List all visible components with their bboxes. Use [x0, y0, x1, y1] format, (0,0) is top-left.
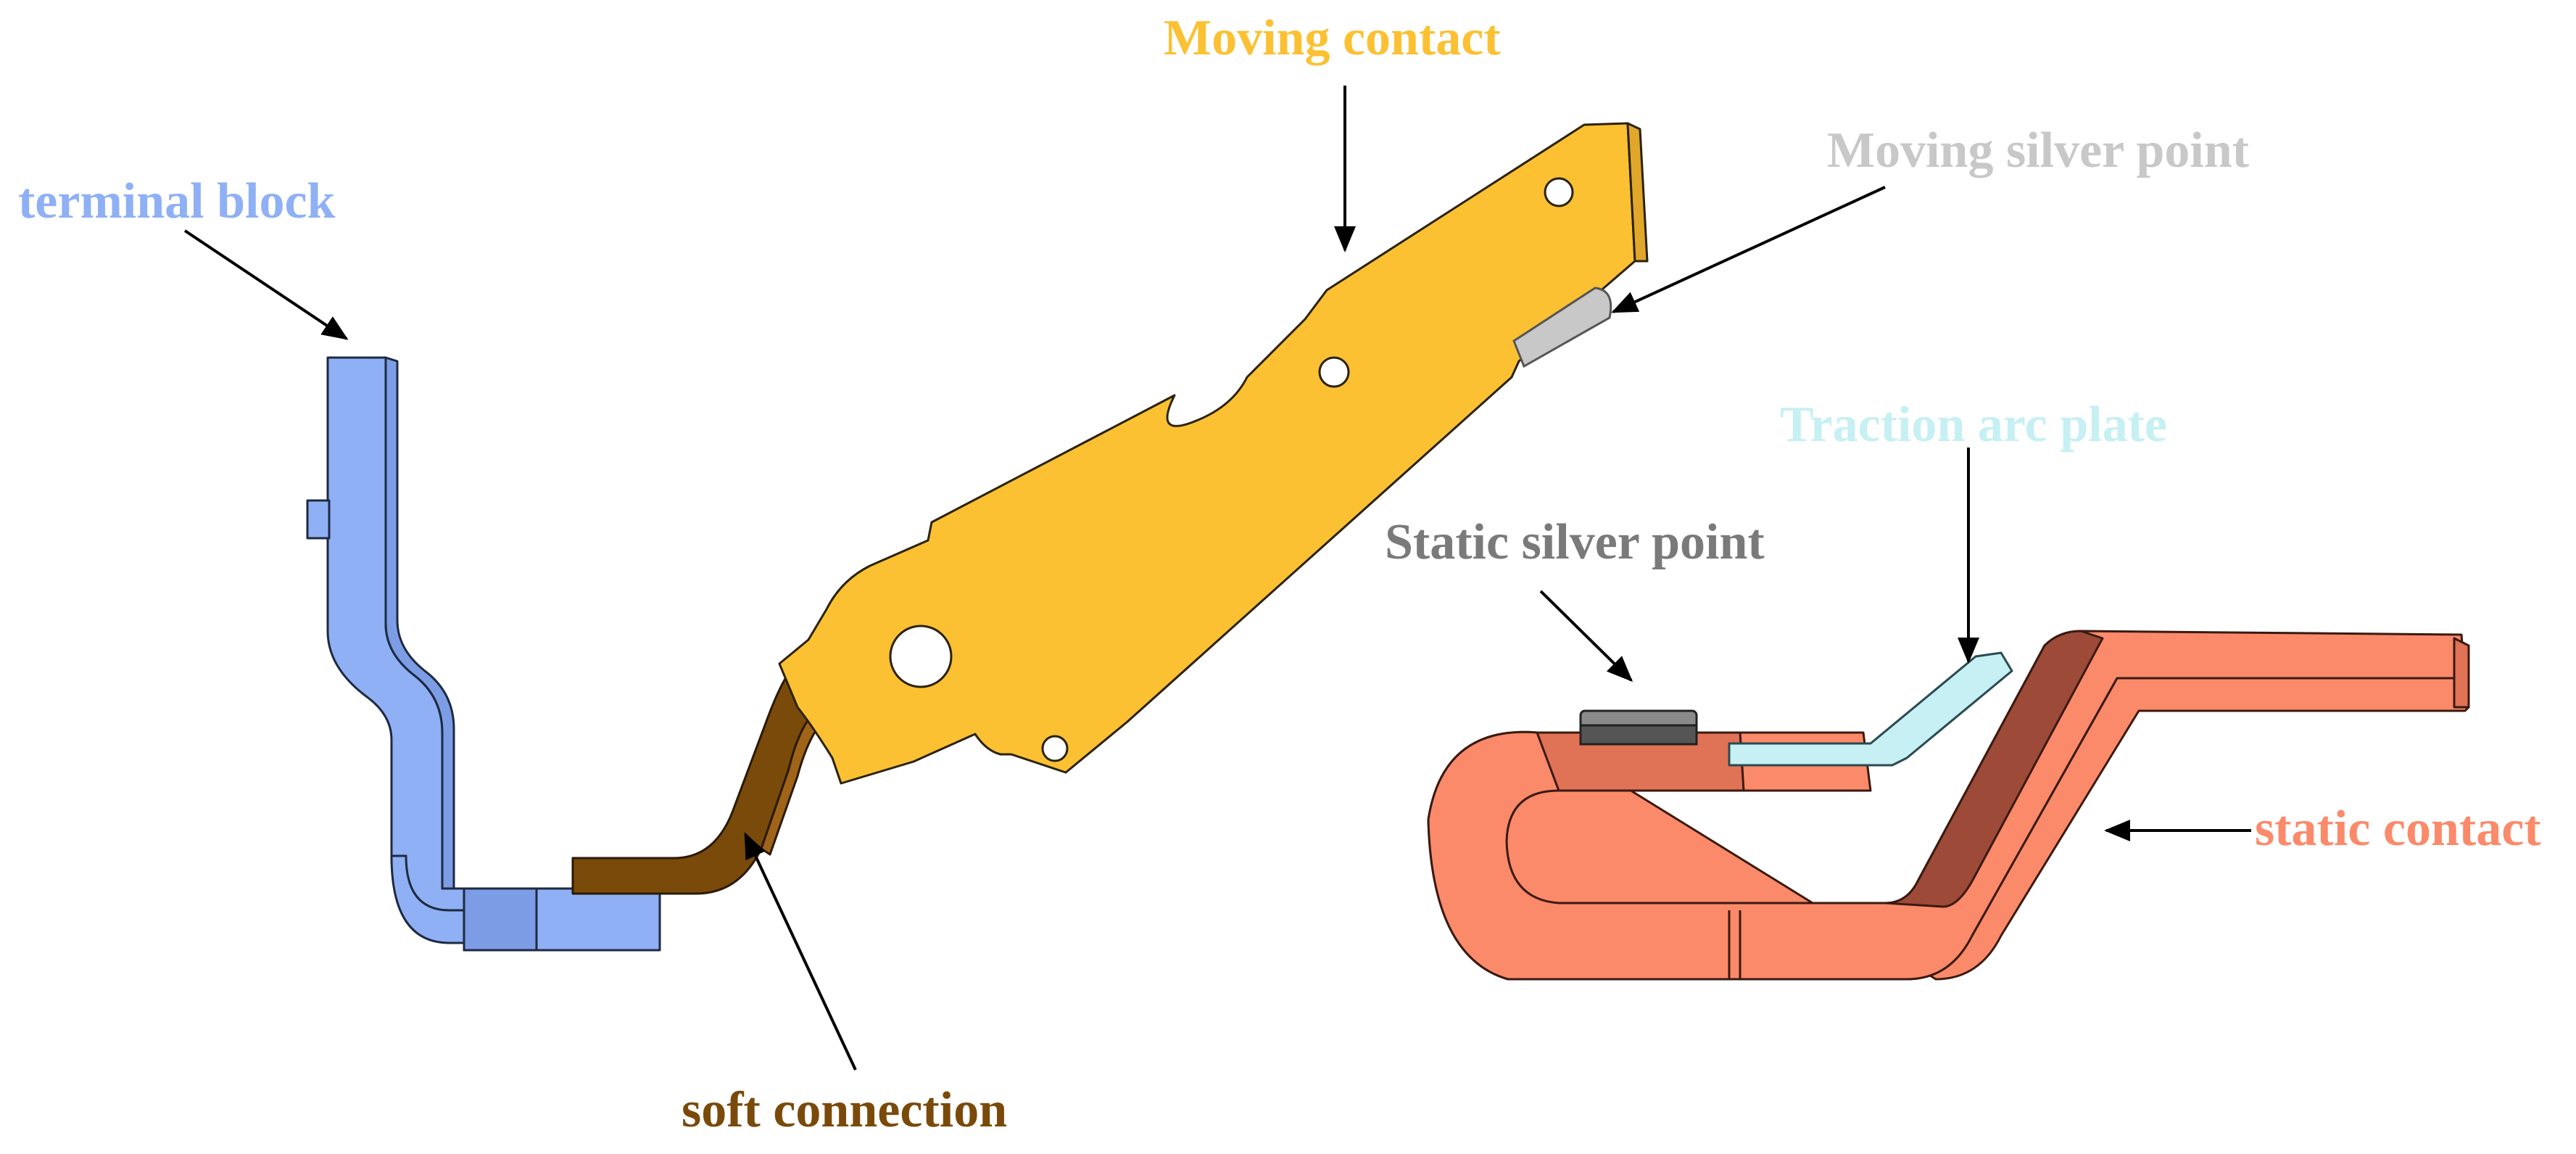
moving-contact-body [778, 122, 1636, 785]
terminal-block-foot-face [463, 887, 538, 952]
soft-connection-strip [571, 669, 813, 895]
terminal-block-arrow [183, 229, 349, 340]
moving-contact-part [778, 122, 1649, 785]
moving-contact-hole-3 [1544, 177, 1574, 207]
moving-silver-point-part [1512, 287, 1612, 368]
terminal-block-part [306, 356, 661, 952]
static-silver-point-part [1579, 709, 1698, 746]
terminal-block-label: terminal block [18, 173, 336, 229]
static-silver-point-body [1579, 724, 1698, 746]
traction-arc-plate-label: Traction arc plate [1780, 397, 2167, 453]
terminal-block-body [326, 356, 509, 912]
terminal-block-bolt [306, 499, 331, 540]
soft-connection-arrow [744, 832, 857, 1071]
terminal-block-lower [390, 854, 465, 944]
static-contact-loop [1427, 630, 2467, 981]
terminal-block-side [384, 356, 455, 890]
moving-silver-point-arrow [1611, 186, 1886, 313]
moving-contact-label: Moving contact [1164, 10, 1501, 66]
static-contact-end [2453, 637, 2470, 709]
moving-contact-hole-2 [1318, 356, 1350, 388]
moving-contact-hole-4 [1041, 735, 1069, 762]
soft-connection-label: soft connection [682, 1082, 1007, 1138]
static-contact-label: static contact [2255, 801, 2541, 857]
traction-arc-plate-part [1728, 651, 2013, 767]
soft-connection-part [571, 669, 821, 895]
static-silver-point-label: Static silver point [1385, 514, 1765, 570]
moving-contact-side [1626, 122, 1649, 263]
moving-contact-hole-1 [889, 625, 953, 688]
static-contact-part [1427, 630, 2470, 981]
static-silver-point-arrow [1539, 590, 1633, 683]
static-contact-ramp-face [1884, 630, 2104, 908]
moving-silver-point-label: Moving silver point [1827, 123, 2249, 178]
